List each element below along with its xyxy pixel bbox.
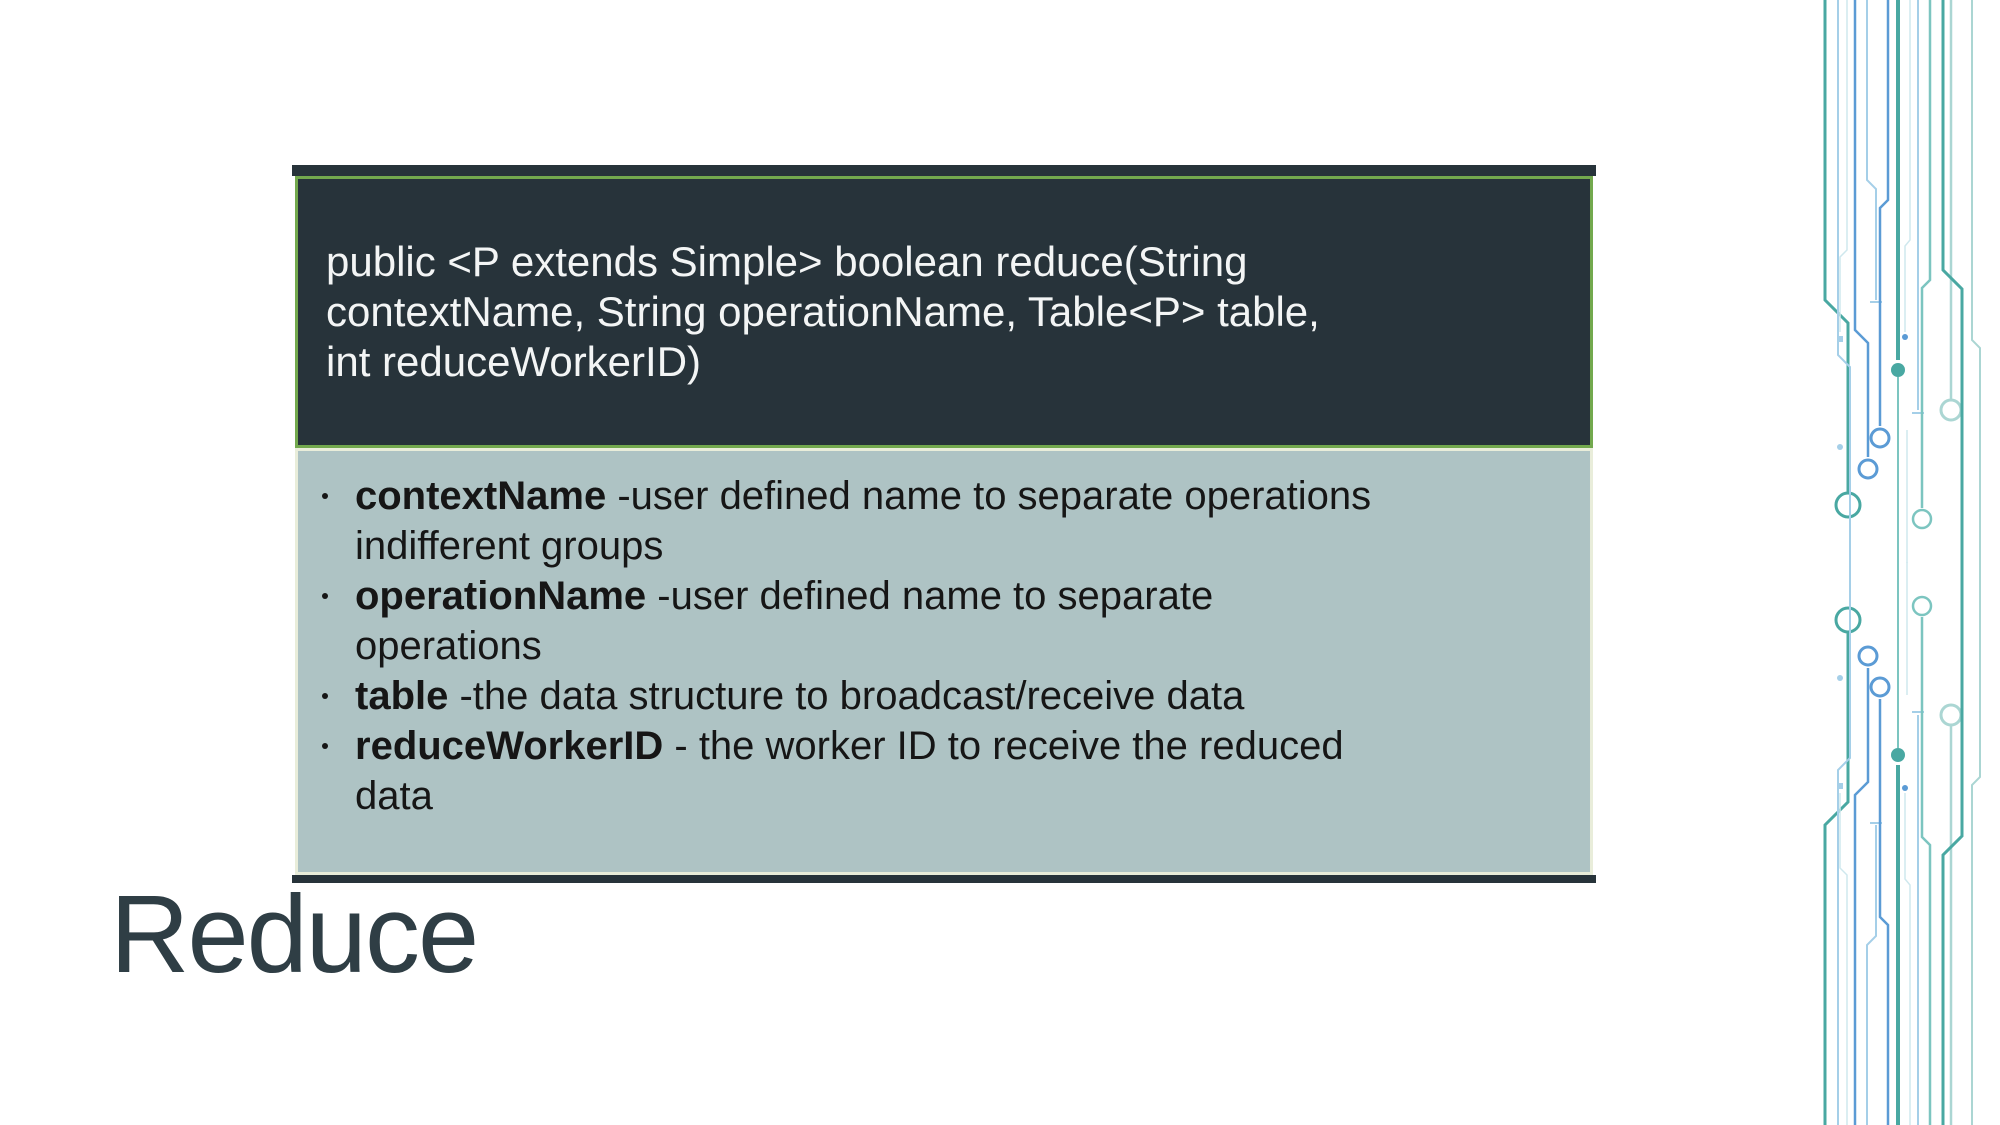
parameter-item: operationName -user defined name to sepa…	[322, 571, 1566, 671]
code-line: contextName, String operationName, Table…	[326, 288, 1320, 335]
parameter-item: contextName -user defined name to separa…	[322, 471, 1566, 571]
parameter-description: -user defined name to separate operation…	[355, 574, 1214, 668]
parameter-description: -the data structure to broadcast/receive…	[448, 674, 1245, 718]
parameter-name: reduceWorkerID	[355, 724, 664, 768]
parameter-name: operationName	[355, 574, 647, 618]
parameter-name: table	[355, 674, 449, 718]
parameter-list: contextName -user defined name to separa…	[322, 471, 1566, 821]
parameter-name: contextName	[355, 474, 607, 518]
parameter-description: -user defined name to separate operation…	[355, 474, 1372, 568]
parameter-item: reduceWorkerID - the worker ID to receiv…	[322, 721, 1566, 821]
parameter-description: - the worker ID to receive the reduced d…	[355, 724, 1344, 818]
method-signature: public <P extends Simple> boolean reduce…	[326, 237, 1320, 387]
table-top-border	[292, 165, 1596, 176]
method-signature-cell: public <P extends Simple> boolean reduce…	[295, 176, 1593, 448]
table-bottom-border	[292, 875, 1596, 883]
circuit-pattern-icon	[1823, 0, 1982, 1125]
code-line: int reduceWorkerID)	[326, 338, 702, 385]
method-table: public <P extends Simple> boolean reduce…	[292, 165, 1596, 883]
slide-title: Reduce	[110, 873, 479, 996]
parameter-item: table -the data structure to broadcast/r…	[322, 671, 1566, 721]
code-line: public <P extends Simple> boolean reduce…	[326, 238, 1248, 285]
parameters-cell: contextName -user defined name to separa…	[295, 448, 1593, 875]
